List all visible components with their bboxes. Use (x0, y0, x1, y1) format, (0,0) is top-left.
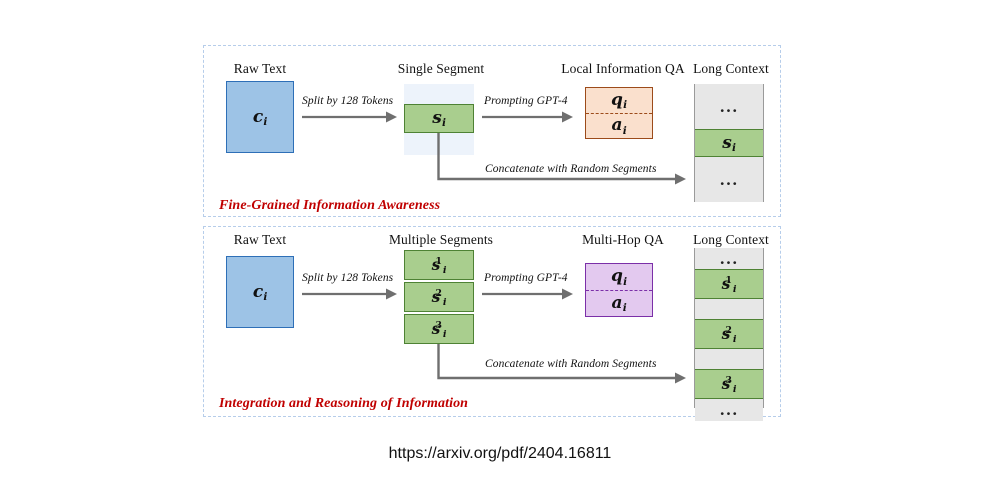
segment-label-s-i: si (432, 108, 446, 130)
raw-text-box-bottom: ci (226, 256, 294, 328)
qa-box-multi-hop: qi ai (585, 263, 653, 317)
long-context-column-bottom: ... s1i s2i s3i ... (694, 248, 764, 421)
long-context-cell-bottom-4 (695, 349, 763, 369)
segment-box-s-i-2: s2i (404, 282, 474, 312)
long-context-cell-bottom-2 (695, 299, 763, 319)
source-url[interactable]: https://arxiv.org/pdf/2404.16811 (388, 445, 612, 462)
arrow-label-prompting-bottom: Prompting GPT-4 (484, 272, 568, 284)
long-context-cell-bottom-6: ... (695, 399, 763, 421)
long-context-label-s-i: si (722, 132, 736, 154)
arrow-label-split-top: Split by 128 Tokens (302, 95, 394, 107)
arrow-label-prompting-top: Prompting GPT-4 (484, 95, 568, 107)
long-context-column-top: ... si ... (694, 84, 764, 202)
long-context-cell-s-i-3: s3i (695, 369, 763, 399)
long-context-cell-bottom-0: ... (695, 248, 763, 269)
long-context-label-s-i-3: s3i (721, 374, 737, 396)
heading-long-context-bottom: Long Context (693, 232, 769, 247)
segment-box-s-i: si (404, 104, 474, 133)
segment-label-s-i-2: s2i (431, 287, 447, 309)
long-context-cell-s-i-2: s2i (695, 319, 763, 349)
arrow-split-top (302, 111, 397, 123)
ellipsis-bottom-0: ... (719, 249, 739, 268)
heading-raw-text-top: Raw Text (233, 61, 287, 76)
qa-answer-label-bottom: ai (611, 292, 627, 315)
arrow-split-bottom (302, 288, 397, 300)
long-context-label-s-i-2: s2i (721, 324, 737, 346)
arrow-label-concatenate-bottom: Concatenate with Random Segments (485, 358, 657, 370)
segment-box-s-i-1: s1i (404, 250, 474, 280)
heading-long-context-top: Long Context (693, 61, 769, 76)
qa-question-label-top: qi (611, 89, 628, 112)
qa-answer-label-top: ai (611, 115, 627, 137)
segment-label-s-i-1: s1i (431, 255, 447, 277)
arrow-prompting-top (482, 111, 573, 123)
heading-raw-text-bottom: Raw Text (233, 232, 287, 247)
heading-local-information-qa: Local Information QA (561, 61, 685, 76)
arrow-label-concatenate-top: Concatenate with Random Segments (485, 163, 657, 175)
ellipsis-top-0: ... (719, 97, 739, 116)
arrow-concatenate-top (437, 133, 686, 185)
arrow-concatenate-bottom (437, 344, 686, 384)
arrow-prompting-bottom (482, 288, 573, 300)
long-context-cell-top-0: ... (695, 84, 763, 129)
long-context-cell-top-2: ... (695, 157, 763, 202)
ellipsis-bottom-6: ... (719, 401, 739, 419)
qa-question-cell-top: qi (586, 88, 652, 114)
heading-single-segment: Single Segment (397, 61, 485, 76)
qa-question-cell-bottom: qi (586, 264, 652, 291)
segment-label-s-i-3: s3i (431, 319, 447, 341)
qa-question-label-bottom: qi (611, 266, 628, 288)
qa-answer-cell-top: ai (586, 114, 652, 139)
raw-text-label-top: ci (252, 106, 268, 128)
long-context-cell-s-i: si (695, 129, 763, 157)
arrow-label-split-bottom: Split by 128 Tokens (302, 272, 394, 284)
raw-text-label-bottom: ci (252, 281, 268, 303)
panel-integration-reasoning (203, 226, 781, 417)
heading-multi-hop-qa: Multi-Hop QA (582, 232, 664, 247)
long-context-cell-s-i-1: s1i (695, 269, 763, 299)
ellipsis-top-2: ... (719, 170, 739, 189)
caption-fine-grained: Fine-Grained Information Awareness (219, 198, 441, 213)
segment-box-s-i-3: s3i (404, 314, 474, 344)
long-context-label-s-i-1: s1i (721, 274, 737, 296)
raw-text-box-top: ci (226, 81, 294, 153)
panel-fine-grained (203, 45, 781, 217)
heading-multiple-segments: Multiple Segments (388, 232, 494, 247)
qa-box-local-information: qi ai (585, 87, 653, 139)
qa-answer-cell-bottom: ai (586, 291, 652, 317)
caption-integration-reasoning: Integration and Reasoning of Information (219, 396, 469, 411)
